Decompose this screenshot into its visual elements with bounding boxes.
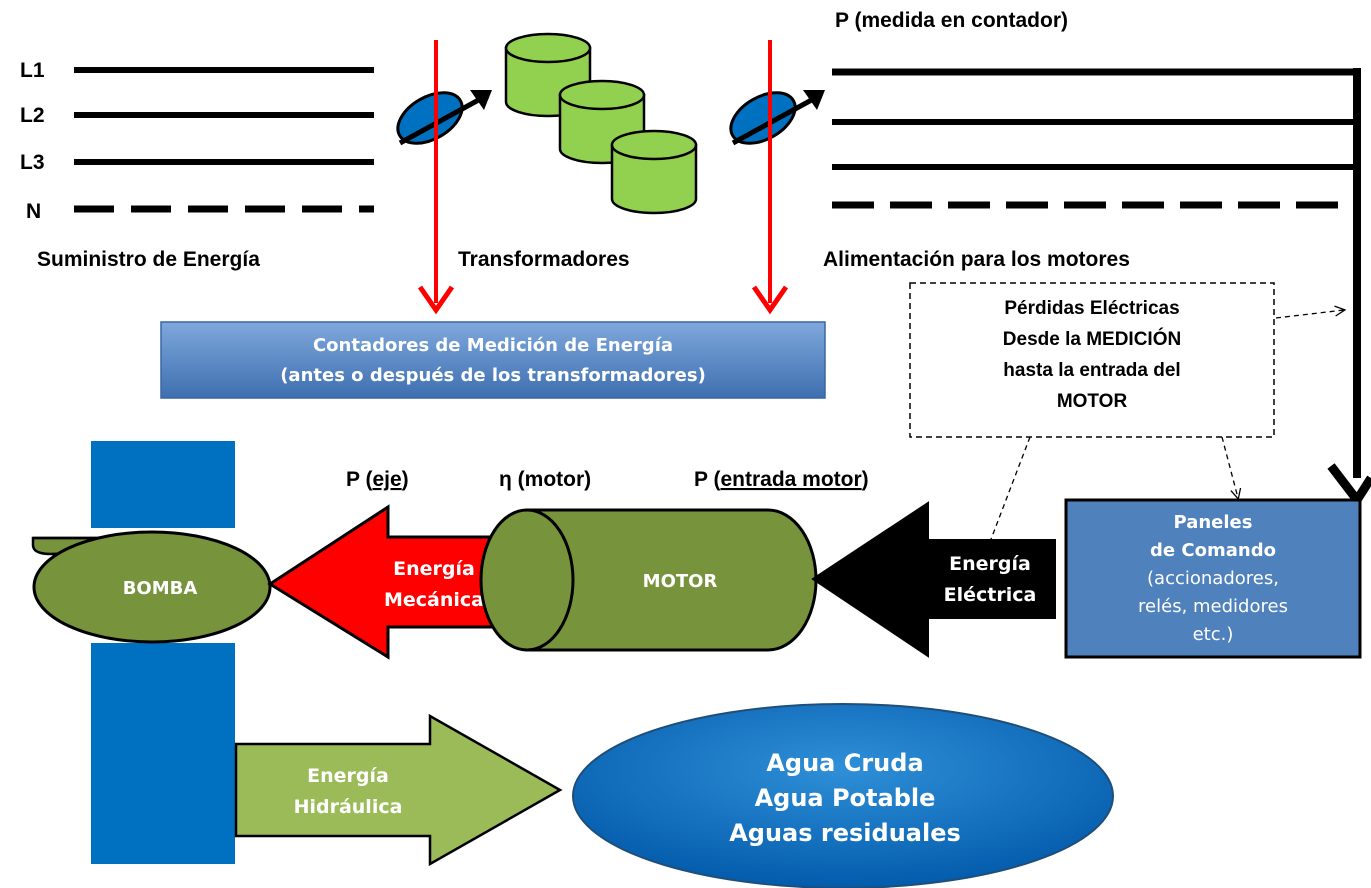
metered-power-label: P (medida en contador) <box>835 9 1068 32</box>
electrical-energy-line2: Eléctrica <box>944 584 1037 606</box>
pipe-lower <box>91 643 235 864</box>
motor-efficiency-label: η (motor) <box>499 468 591 491</box>
supply-lines: L1 L2 L3 N <box>20 59 374 223</box>
losses-line2: Desde la MEDICIÓN <box>1003 328 1181 350</box>
meter-dial-icon <box>396 90 492 146</box>
measure-arrow-left <box>417 40 455 315</box>
meter-dial-icon <box>729 90 825 146</box>
losses-line3: hasta la entrada del <box>1003 360 1180 381</box>
electrical-energy-arrow: Energía Eléctrica <box>811 501 1056 658</box>
pump-label: BOMBA <box>123 578 198 599</box>
water-line2: Agua Potable <box>755 784 936 812</box>
control-panel: Paneles de Comando (accionadores, relés,… <box>1064 498 1362 659</box>
panel-line2: de Comando <box>1150 540 1276 561</box>
transformer-icon <box>610 129 698 215</box>
mechanical-energy-line2: Mecánica <box>384 589 484 611</box>
water-line1: Agua Cruda <box>766 749 923 777</box>
motor-label: MOTOR <box>643 571 718 592</box>
mechanical-energy-line1: Energía <box>393 558 475 580</box>
pipe-upper <box>91 441 235 528</box>
motor-feed-lines: P (medida en contador) <box>832 9 1371 508</box>
losses-pointer-motor <box>985 436 1031 555</box>
panel-line4: relés, medidores <box>1138 596 1288 617</box>
losses-box: Pérdidas Eléctricas Desde la MEDICIÓN ha… <box>909 282 1344 555</box>
power-labels: P (eje) η (motor) P (entrada motor) <box>346 468 869 491</box>
supply-caption: Suministro de Energía <box>37 248 260 271</box>
pump: BOMBA <box>31 530 272 644</box>
losses-pointer-panel <box>1221 436 1238 498</box>
measure-arrow-right <box>751 40 789 315</box>
losses-pointer-right <box>1275 310 1344 319</box>
meters-box-line1: Contadores de Medición de Energía <box>313 335 673 356</box>
hydraulic-energy-line2: Hidráulica <box>294 796 403 818</box>
feed-arrow-head <box>1327 463 1371 508</box>
electrical-energy-line1: Energía <box>949 553 1031 575</box>
meters-box-line2: (antes o después de los transformadores) <box>280 365 706 386</box>
line-label-l3: L3 <box>20 151 45 174</box>
shaft-power-label: P (eje) <box>346 468 409 491</box>
losses-line4: MOTOR <box>1057 391 1128 412</box>
losses-line1: Pérdidas Eléctricas <box>1004 298 1179 319</box>
line-label-l2: L2 <box>20 104 45 127</box>
line-label-l1: L1 <box>20 59 45 82</box>
panel-line1: Paneles <box>1174 512 1253 533</box>
meters-box: Contadores de Medición de Energía (antes… <box>160 321 826 399</box>
motor-input-power-label: P (entrada motor) <box>694 468 869 491</box>
motor-feed-caption: Alimentación para los motores <box>823 248 1130 271</box>
hydraulic-energy-arrow: Energía Hidráulica <box>234 713 563 867</box>
line-label-n: N <box>26 200 41 223</box>
water-types: Agua Cruda Agua Potable Aguas residuales <box>572 703 1114 888</box>
motor: MOTOR <box>479 508 818 652</box>
panel-line3: (accionadores, <box>1147 568 1279 589</box>
transformers-caption: Transformadores <box>458 248 630 271</box>
panel-line5: etc.) <box>1193 624 1234 645</box>
water-line3: Aguas residuales <box>729 819 961 847</box>
hydraulic-energy-line1: Energía <box>307 765 389 787</box>
